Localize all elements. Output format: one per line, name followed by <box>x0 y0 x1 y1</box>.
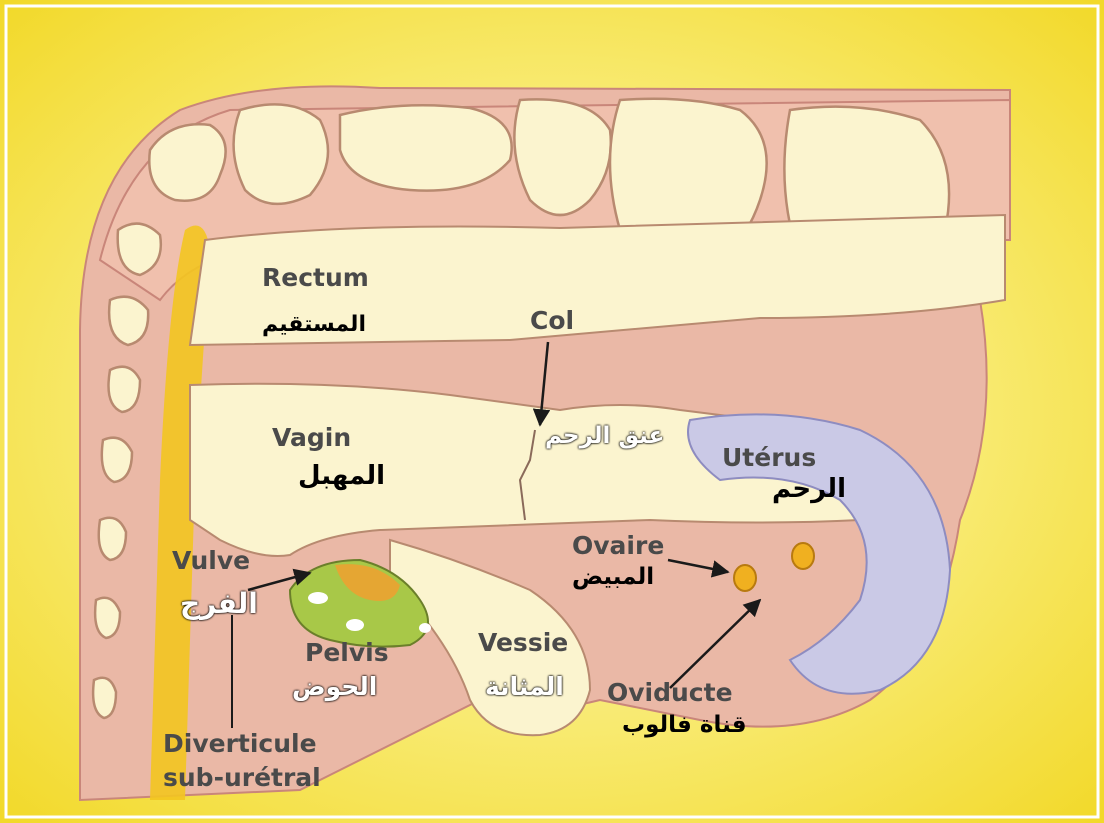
label-pelvis-fr: Pelvis <box>305 640 389 665</box>
pelvis-hole-1 <box>308 592 328 604</box>
label-diverticule-line1: Diverticule <box>163 731 317 756</box>
pelvis-hole-2 <box>346 619 364 631</box>
pelvis-hole-3 <box>419 623 431 633</box>
label-col-ar: عنق الرحم <box>545 425 664 448</box>
label-col-fr: Col <box>530 308 574 333</box>
label-diverticule-line2: sub-urétral <box>163 765 321 790</box>
label-rectum-ar: المستقيم <box>262 314 366 336</box>
label-vessie-fr: Vessie <box>478 630 568 655</box>
ovary-1 <box>734 565 756 591</box>
label-vessie-ar: المثانة <box>485 674 564 699</box>
label-pelvis-ar: الحوض <box>292 674 377 699</box>
label-vulve-ar: الفرج <box>180 590 258 618</box>
label-uterus-fr: Utérus <box>722 445 816 470</box>
label-oviducte-fr: Oviducte <box>607 680 733 705</box>
label-ovaire-ar: المبيض <box>572 566 654 589</box>
ovary-2 <box>792 543 814 569</box>
label-vagin-fr: Vagin <box>272 425 351 450</box>
label-vagin-ar: المهبل <box>298 463 385 489</box>
label-vulve-fr: Vulve <box>172 548 250 573</box>
label-rectum-fr: Rectum <box>262 265 369 290</box>
label-uterus-ar: الرحم <box>772 476 846 502</box>
label-ovaire-fr: Ovaire <box>572 533 664 558</box>
label-oviducte-ar: قناة فالوب <box>622 714 747 737</box>
